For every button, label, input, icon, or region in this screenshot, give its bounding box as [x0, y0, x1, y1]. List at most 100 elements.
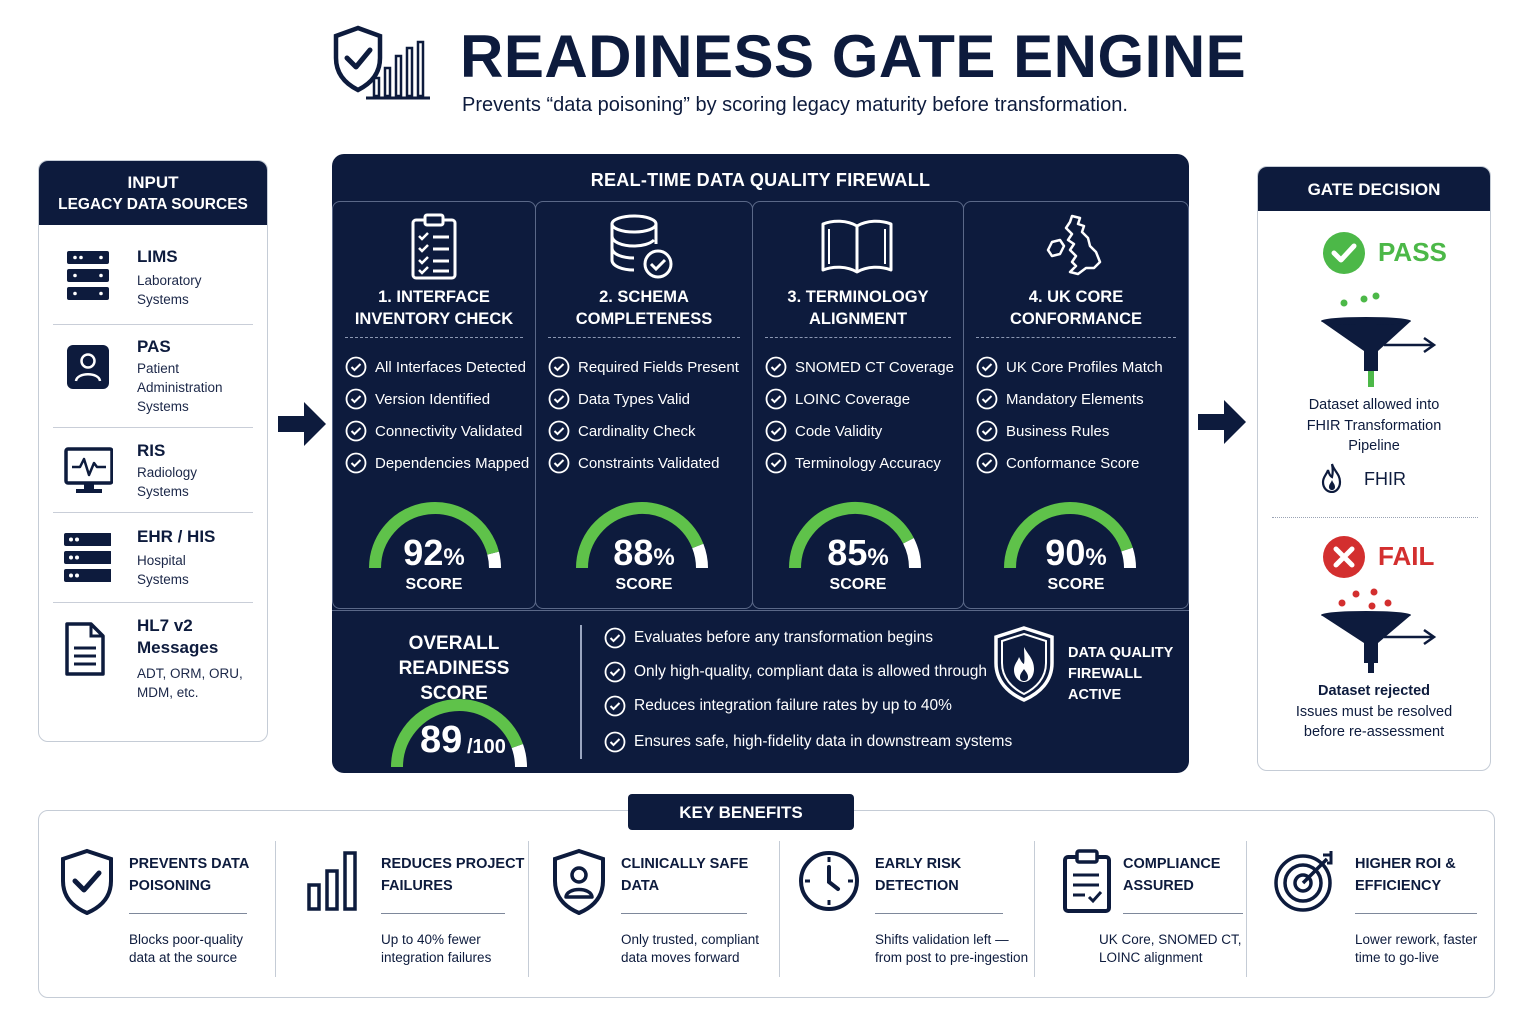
page-subtitle: Prevents “data poisoning” by scoring leg… — [462, 94, 1128, 116]
score-value: 88% — [613, 532, 675, 573]
check-item: Business Rules — [976, 420, 1109, 442]
source-divider — [53, 427, 253, 428]
check-divider — [976, 337, 1176, 338]
benefit-description: Shifts validation left —from post to pre… — [875, 932, 1029, 965]
check-item: Terminology Accuracy — [765, 452, 941, 474]
document-icon — [65, 622, 105, 676]
input-panel-header: INPUT LEGACY DATA SOURCES — [39, 161, 267, 225]
overall-score-value: 89 — [420, 719, 463, 761]
check-item: Connectivity Validated — [345, 420, 522, 442]
book-icon — [821, 219, 893, 274]
benefit-underline — [1355, 913, 1477, 914]
check-circle-icon — [976, 420, 998, 442]
source-name-line2: Messages — [137, 638, 219, 657]
fail-label: FAIL — [1378, 541, 1435, 571]
source-desc: ADT, ORM, ORU,MDM, etc. — [137, 666, 243, 700]
check-item: All Interfaces Detected — [345, 356, 526, 378]
check-circle-icon — [765, 420, 787, 442]
firewall-title: REAL-TIME DATA QUALITY FIREWALL — [590, 170, 931, 190]
benefit-description: UK Core, SNOMED CT,LOINC alignment — [1099, 932, 1242, 965]
gauge-track — [511, 743, 527, 768]
check-item: Cardinality Check — [548, 420, 696, 442]
benefit-title: HIGHER ROI &EFFICIENCY — [1355, 856, 1456, 894]
shield-person-icon — [553, 848, 605, 915]
source-divider — [53, 324, 253, 325]
check-item: UK Core Profiles Match — [976, 356, 1163, 378]
check-circle-icon — [604, 695, 626, 717]
check-circle-icon — [765, 388, 787, 410]
score-gauge — [369, 502, 501, 569]
gauge-fill — [1004, 502, 1133, 569]
check-circle-icon — [345, 420, 367, 442]
score-label: SCORE — [829, 576, 887, 593]
monitor-icon — [64, 447, 113, 493]
source-name: HL7 v2 — [137, 616, 193, 635]
clipboard-checklist-icon — [411, 213, 457, 280]
person-icon — [67, 345, 109, 389]
benefit-divider — [779, 841, 780, 977]
overall-score-max: /100 — [467, 736, 506, 758]
source-name: EHR / HIS — [137, 527, 216, 546]
benefit-divider — [528, 841, 529, 977]
shield-check-icon — [61, 848, 113, 915]
benefit-divider — [1246, 841, 1247, 977]
check-circle-icon — [765, 452, 787, 474]
fhir-label: FHIR — [1364, 469, 1406, 489]
server-icon — [67, 251, 109, 300]
clock-icon — [799, 851, 859, 911]
check-circle-icon — [345, 388, 367, 410]
check-divider — [765, 337, 951, 338]
check-circle-icon — [604, 627, 626, 649]
source-name: RIS — [137, 441, 166, 460]
fail-x-icon — [1323, 536, 1365, 578]
score-value: 92% — [403, 532, 465, 573]
shield-chart-logo-icon — [333, 25, 430, 100]
overall-point: Ensures safe, high-fidelity data in down… — [604, 731, 1012, 753]
bar-chart-icon — [307, 851, 357, 911]
check-item: Required Fields Present — [548, 356, 739, 378]
benefit-divider — [275, 841, 276, 977]
check-item: LOINC Coverage — [765, 388, 910, 410]
check-circle-icon — [345, 452, 367, 474]
check-item: Mandatory Elements — [976, 388, 1144, 410]
input-title: INPUT — [127, 173, 179, 192]
check-divider — [345, 337, 523, 338]
gauge-fill — [789, 502, 914, 569]
database-check-icon — [610, 214, 673, 279]
input-panel: INPUT LEGACY DATA SOURCES LIMS Laborator… — [38, 160, 268, 742]
input-subtitle: LEGACY DATA SOURCES — [58, 196, 248, 213]
gauge-track — [692, 543, 708, 569]
check-item: Dependencies Mapped — [345, 452, 529, 474]
gauge-fill — [391, 699, 523, 768]
benefit-underline — [129, 913, 247, 914]
gauge-track — [1121, 547, 1136, 569]
overall-divider — [580, 625, 582, 759]
gauge-track — [903, 538, 921, 569]
check-item: Data Types Valid — [548, 388, 690, 410]
score-label: SCORE — [405, 576, 463, 593]
check-circle-icon — [976, 388, 998, 410]
overall-point: Evaluates before any transformation begi… — [604, 627, 933, 649]
check-item: Constraints Validated — [548, 452, 719, 474]
check-divider — [548, 337, 740, 338]
